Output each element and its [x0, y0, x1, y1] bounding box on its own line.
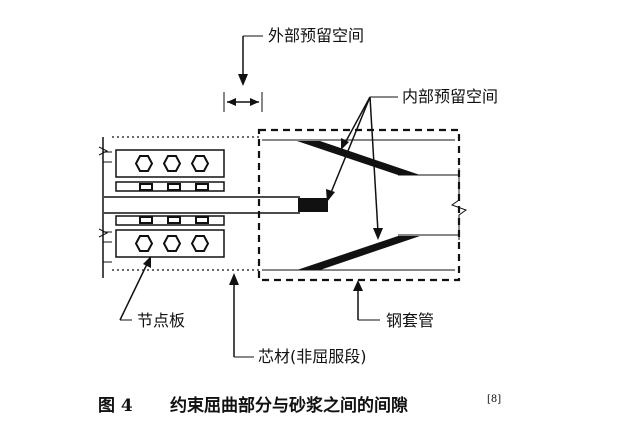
outer-gap-label: 外部预留空间	[268, 26, 364, 45]
core-label: 芯材(非屈服段)	[258, 347, 367, 366]
bolt-icon	[190, 155, 210, 172]
core-connection-layers	[115, 181, 225, 226]
figure-caption-reference: [8]	[487, 394, 501, 405]
bolt-icon	[190, 235, 210, 252]
splice-plate-bottom	[115, 229, 225, 258]
steel-tube-label: 钢套管	[386, 311, 434, 330]
gusset-plate-outline	[112, 136, 262, 271]
figure-caption: 约束屈曲部分与砂浆之间的间隙	[170, 395, 408, 416]
left-support-wall	[98, 137, 112, 278]
bolt-icon	[162, 235, 182, 252]
gusset-plate-leader	[119, 256, 151, 321]
tube-break-line	[450, 168, 468, 240]
splice-plate-top	[115, 149, 225, 178]
core-leader	[229, 273, 254, 358]
inner-gap-label: 内部预留空间	[402, 87, 498, 106]
bolt-icon	[162, 155, 182, 172]
steel-tube-outline	[257, 128, 461, 282]
bolt-icon	[134, 155, 154, 172]
gusset-plate-label: 节点板	[137, 311, 185, 330]
outer-gap-dimension	[223, 35, 263, 112]
mortar-wedge-top	[262, 139, 458, 176]
figure-number: 图 4	[98, 396, 133, 416]
mortar-wedge-bottom	[262, 234, 458, 271]
steel-tube-leader	[353, 280, 380, 321]
inner-gap-leaders	[326, 96, 398, 240]
bolt-icon	[134, 235, 154, 252]
core-plate	[104, 196, 328, 214]
